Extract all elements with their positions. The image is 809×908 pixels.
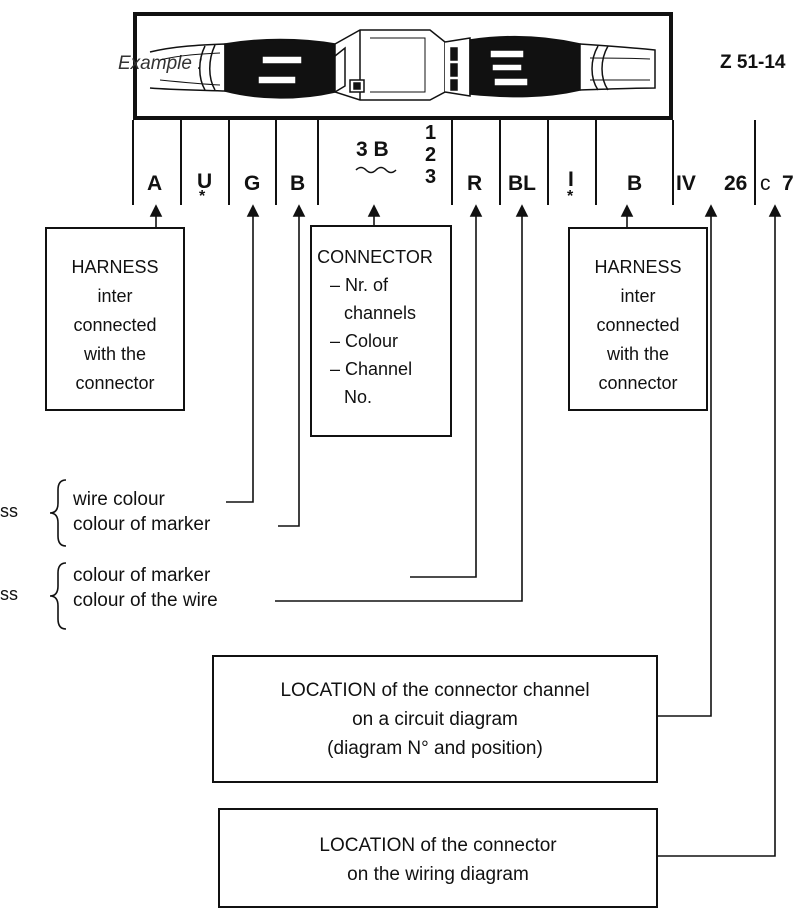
harness-left-line: connector	[75, 373, 155, 393]
harness-left-line: inter	[97, 286, 133, 306]
code-u: U	[197, 170, 213, 193]
harness-right-line: connector	[598, 373, 678, 393]
location-channel-line: (diagram N° and position)	[327, 738, 543, 759]
harness-right-line: inter	[620, 286, 656, 306]
code-marker-r: R	[467, 172, 483, 195]
code-connector-3b: 3 B	[356, 138, 389, 161]
harness-left-line: connected	[73, 315, 157, 335]
braces	[49, 479, 67, 630]
connector-line: – Channel	[330, 359, 413, 379]
code-channel-2: 2	[425, 144, 437, 166]
location-channel-line: on a circuit diagram	[352, 709, 518, 730]
group-2-colour-of-marker: colour of marker	[73, 565, 211, 586]
connector-icon	[149, 29, 656, 101]
code-wire-colour-g: G	[244, 172, 261, 195]
connector-line: – Colour	[330, 331, 399, 351]
group-2-label: ss	[0, 584, 18, 604]
figure-code: Z 51-14	[720, 52, 786, 73]
code-u-star: *	[199, 188, 206, 205]
code-strip	[132, 120, 756, 205]
connector-line: CONNECTOR	[317, 247, 433, 267]
code-iv: IV	[676, 172, 696, 195]
group-1-wire-colour: wire colour	[73, 489, 165, 510]
connector-line: No.	[344, 387, 373, 407]
harness-right-line: connected	[596, 315, 680, 335]
group-1-label: ss	[0, 501, 18, 521]
code-channel-1: 1	[425, 122, 437, 144]
location-connector-line: LOCATION of the connector	[319, 835, 557, 856]
example-label: Example :	[118, 53, 203, 74]
location-connector-line: on the wiring diagram	[347, 864, 529, 885]
group-1-colour-of-marker: colour of marker	[73, 514, 211, 535]
harness-left-line: HARNESS	[71, 257, 159, 277]
connector-line: channels	[344, 303, 417, 323]
harness-left-line: with the	[83, 344, 147, 364]
location-channel-line: LOCATION of the connector channel	[280, 680, 590, 701]
arrows	[149, 204, 782, 857]
harness-right-line: with the	[606, 344, 670, 364]
connector-line: – Nr. of	[330, 275, 389, 295]
location-channel-box: LOCATION of the connector channel on a c…	[212, 655, 658, 783]
code-harness-a: A	[147, 172, 163, 195]
harness-right-box: HARNESS inter connected with the connect…	[568, 227, 708, 411]
code-wire-bl: BL	[508, 172, 536, 195]
group-2-colour-of-wire: colour of the wire	[73, 590, 218, 611]
code-harness-b: B	[627, 172, 643, 195]
harness-right-line: HARNESS	[594, 257, 682, 277]
harness-left-box: HARNESS inter connected with the connect…	[45, 227, 185, 411]
code-c: c	[760, 172, 771, 195]
location-connector-box: LOCATION of the connector on the wiring …	[218, 808, 658, 908]
code-i-star: *	[567, 188, 574, 205]
code-26: 26	[724, 172, 748, 195]
connector-box: CONNECTOR – Nr. of channels – Colour – C…	[310, 225, 452, 437]
code-channel-3: 3	[425, 166, 437, 188]
code-7: 7	[782, 172, 794, 195]
code-i: I	[568, 168, 574, 191]
code-marker-b: B	[290, 172, 306, 195]
